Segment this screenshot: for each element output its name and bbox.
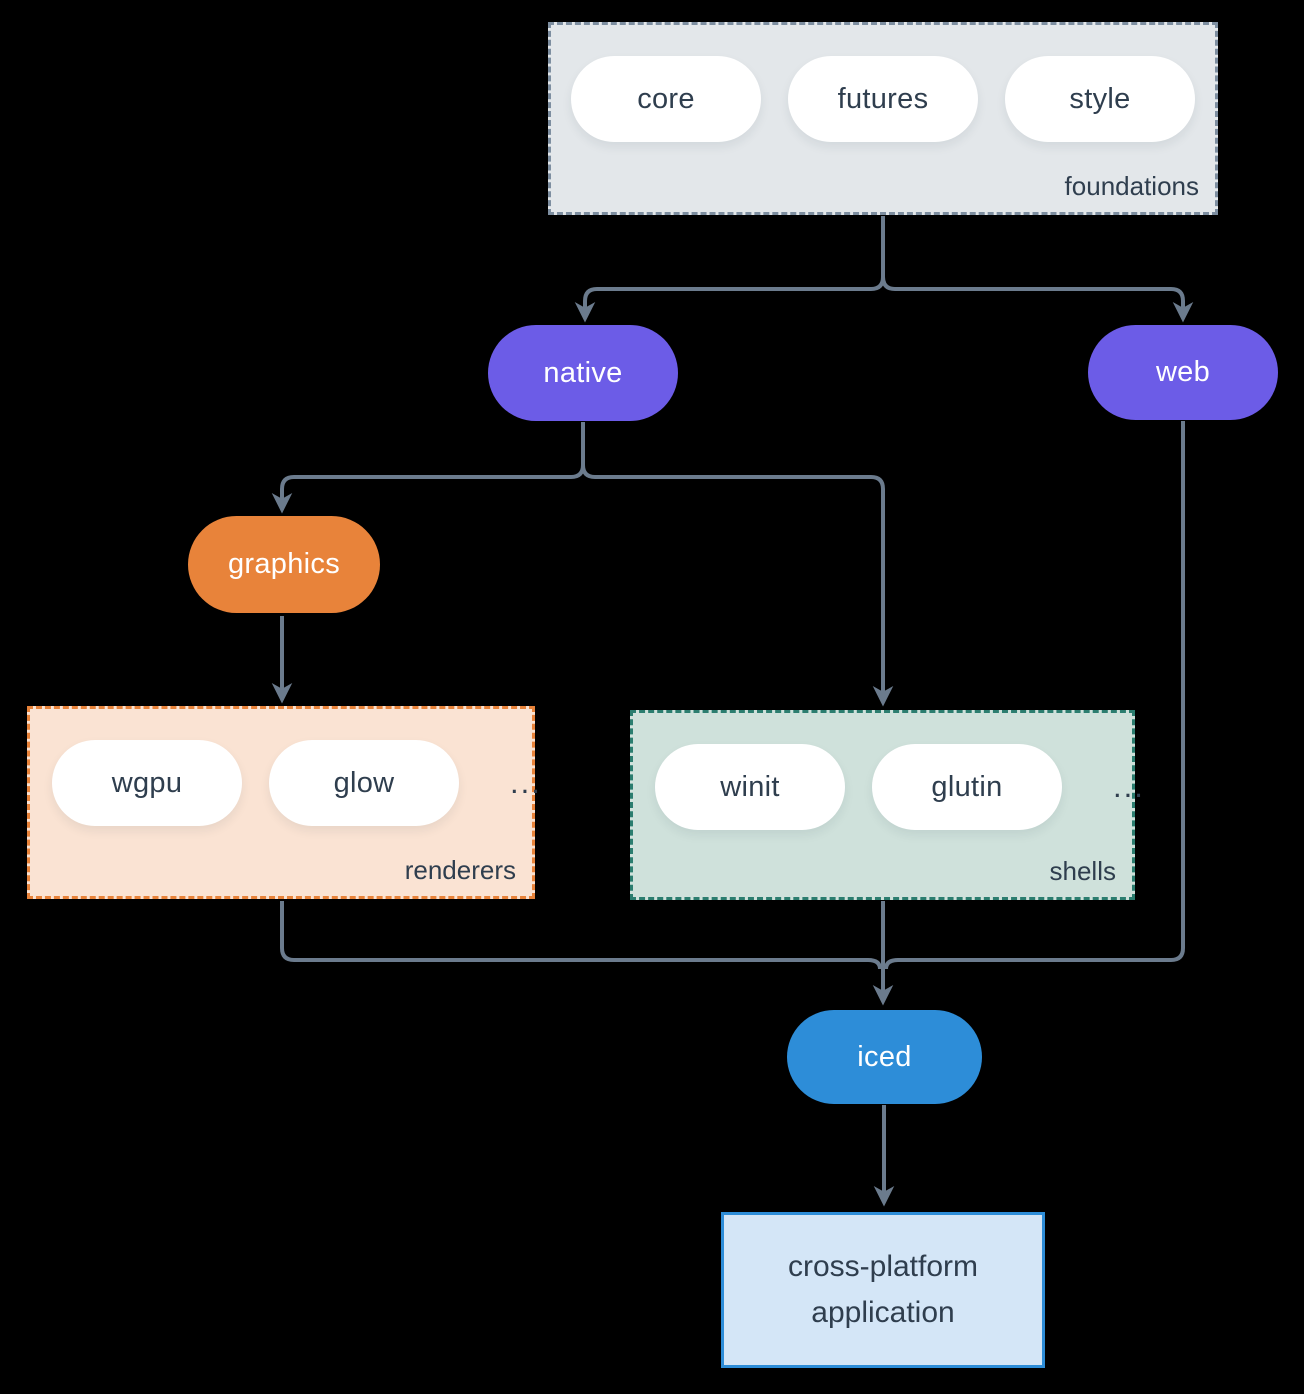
node-iced: iced (787, 1010, 982, 1104)
foundations-pill-row: core futures style (551, 56, 1215, 142)
node-graphics: graphics (188, 516, 380, 613)
node-winit: winit (655, 744, 845, 830)
edge-native-shells (581, 464, 894, 707)
application-line-2: application (811, 1296, 955, 1329)
node-futures: futures (788, 56, 978, 142)
edge-native-graphics (271, 464, 585, 514)
edge-renderers-merge (280, 901, 882, 970)
node-glow: glow (269, 740, 459, 826)
node-style: style (1005, 56, 1195, 142)
edge-foundations-web (881, 276, 1194, 323)
renderers-ellipsis: ... (510, 765, 542, 800)
shells-label: shells (1049, 856, 1116, 886)
node-glutin: glutin (872, 744, 1062, 830)
renderers-pill-row: wgpu glow ... (30, 740, 540, 826)
renderers-group: wgpu glow ... renderers (27, 706, 540, 899)
edge-foundations-native (574, 276, 885, 323)
shells-group: winit glutin ... shells (630, 710, 1143, 900)
application-line-1: cross-platform (787, 1249, 979, 1283)
node-wgpu: wgpu (52, 740, 242, 826)
node-core: core (571, 56, 761, 142)
node-native: native (488, 325, 678, 421)
node-application: cross-platform application (721, 1212, 1045, 1368)
node-web: web (1088, 325, 1278, 420)
shells-ellipsis: ... (1113, 769, 1145, 804)
renderers-label: renderers (404, 855, 516, 885)
shells-pill-row: winit glutin ... (633, 744, 1143, 830)
foundations-group: core futures style foundations (548, 22, 1218, 215)
foundations-label: foundations (1064, 171, 1199, 201)
edge-web-merge (884, 421, 1185, 970)
